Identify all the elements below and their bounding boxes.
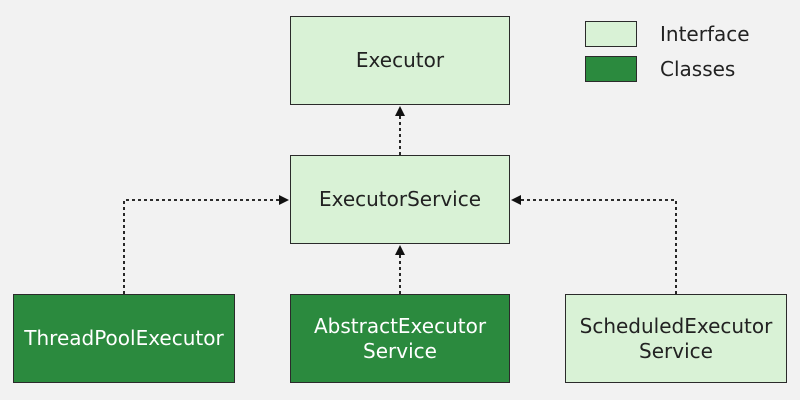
node-abstract-executor-service: AbstractExecutor Service — [290, 294, 510, 383]
node-scheduled-executor-service: ScheduledExecutor Service — [565, 294, 787, 383]
legend-classes-label: Classes — [660, 57, 736, 81]
edge-scheduledexecutorservice-to-executorservice — [511, 195, 677, 294]
legend-interface-swatch — [585, 21, 637, 47]
node-thread-pool-executor: ThreadPoolExecutor — [13, 294, 235, 383]
node-executor: Executor — [290, 16, 510, 105]
legend-classes-swatch — [585, 56, 637, 82]
legend-interface-label: Interface — [660, 22, 750, 46]
node-executor-service: ExecutorService — [290, 155, 510, 244]
edge-threadpoolexecutor-to-executorservice — [123, 195, 289, 294]
